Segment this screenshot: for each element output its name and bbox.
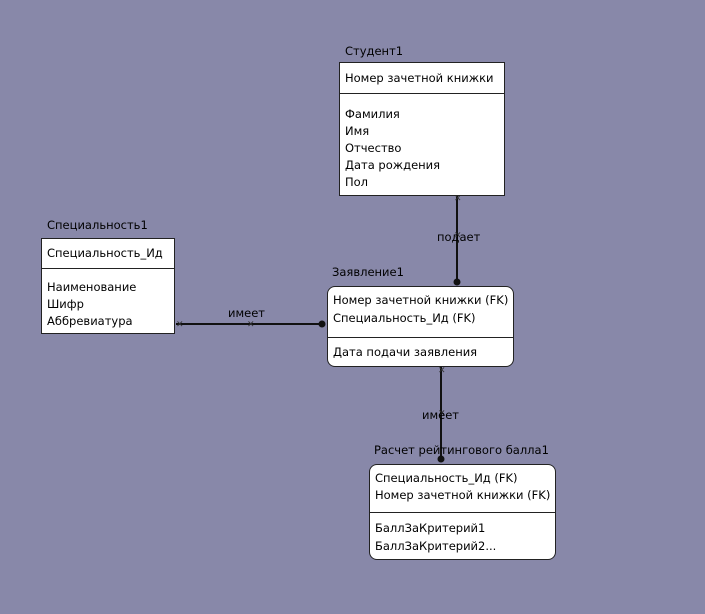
marker-specialty-mid: ✕ [247,320,255,330]
attribute: Дата подачи заявления [333,345,478,359]
marker-application-rating-mid: ✕ [438,409,446,419]
marker-student-top: ✕ [454,194,462,204]
entity-application[interactable]: Номер зачетной книжки (FK) Специальность… [327,286,514,367]
key-attribute: Специальность_Ид (FK) [333,311,476,325]
entity-student[interactable]: Номер зачетной книжки Фамилия Имя Отчест… [339,62,505,196]
marker-specialty-right: ✕ [176,320,184,330]
relation-label-submits: подает [437,230,481,244]
entity-application-keys: Номер зачетной книжки (FK) Специальность… [328,287,513,338]
key-attribute: Специальность_Ид [47,246,163,260]
entity-student-keys: Номер зачетной книжки [340,63,504,94]
attribute: Отчество [345,141,402,155]
relation-label-has-specialty: имеет [228,306,265,320]
attribute: Дата рождения [345,158,441,172]
marker-student-mid: ✕ [454,231,462,241]
entity-specialty-keys: Специальность_Ид [42,239,174,269]
relation-label-has-rating: имеет [422,408,459,422]
key-attribute: Специальность_Ид (FK) [375,471,518,485]
marker-application-left [318,320,326,328]
attribute: БаллЗаКритерий2... [375,539,497,553]
entity-rating-keys: Специальность_Ид (FK) Номер зачетной кни… [370,465,555,513]
key-attribute: Номер зачетной книжки (FK) [375,488,551,502]
entity-title-rating: Расчет рейтингового балла1 [374,443,549,457]
key-attribute: Номер зачетной книжки [345,71,494,85]
entity-specialty[interactable]: Специальность_Ид Наименование Шифр Аббре… [41,238,175,334]
entity-rating[interactable]: Специальность_Ид (FK) Номер зачетной кни… [369,464,556,560]
attribute: Имя [345,124,370,138]
marker-application-bottom: ✕ [438,366,446,376]
marker-rating-top [437,455,445,463]
entity-title-application: Заявление1 [332,265,404,279]
key-attribute: Номер зачетной книжки (FK) [333,293,509,307]
attribute: БаллЗаКритерий1 [375,521,486,535]
entity-title-specialty: Специальность1 [47,218,148,232]
attribute: Аббревиатура [47,314,133,328]
entity-title-student: Студент1 [345,44,404,58]
attribute: Шифр [47,297,84,311]
attribute: Фамилия [345,107,400,121]
attribute: Пол [345,175,369,189]
marker-application-top [453,278,461,286]
attribute: Наименование [47,280,137,294]
